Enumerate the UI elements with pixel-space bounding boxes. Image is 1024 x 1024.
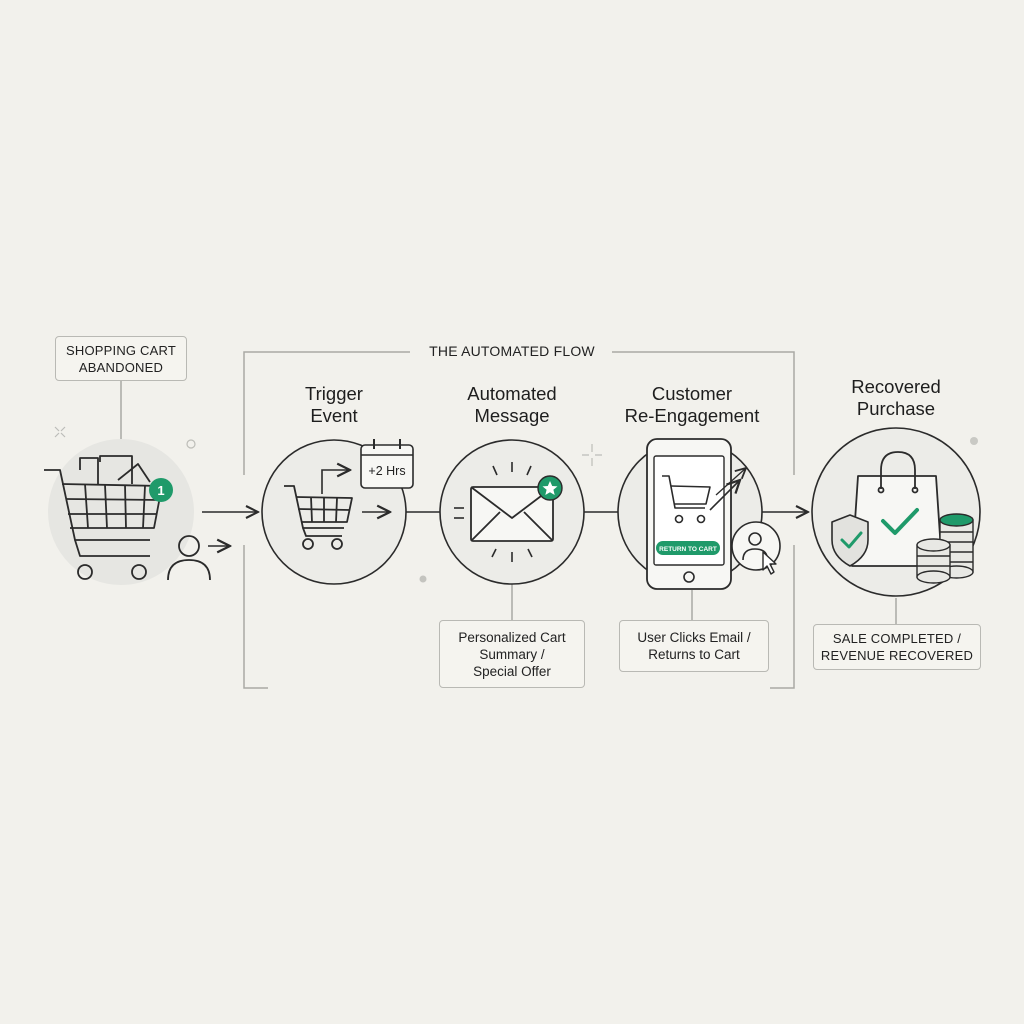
decorative-dot — [970, 437, 978, 445]
step-title-line: Customer — [651, 383, 733, 404]
delay-badge-text: +2 Hrs — [368, 464, 405, 478]
cart-count-badge — [149, 478, 173, 502]
envelope-rays — [454, 462, 533, 562]
cart-count-text: 1 — [157, 483, 164, 498]
arrow-up-right-icon — [709, 480, 740, 511]
shopping-cart-icon — [284, 485, 353, 550]
message-label-line: Summary / — [479, 646, 545, 662]
return-to-cart-text: RETURN TO CART — [659, 546, 717, 553]
decorative-dot — [419, 575, 427, 583]
step-title-line: Trigger — [305, 383, 363, 404]
result-label: SALE COMPLETED / REVENUE RECOVERED — [813, 624, 981, 670]
engagement-label-line: User Clicks Email / — [637, 630, 751, 645]
shopping-cart-icon — [662, 475, 711, 524]
result-label-line: SALE COMPLETED / — [832, 631, 962, 646]
result-title-line: Recovered — [851, 376, 941, 397]
start-label-line: ABANDONED — [78, 359, 164, 375]
checkmark-icon — [881, 508, 919, 535]
step-title-engagement: Customer Re-Engagement — [606, 383, 778, 427]
result-label-line: REVENUE RECOVERED — [820, 648, 974, 663]
star-badge-icon — [537, 475, 563, 501]
flow-bracket — [243, 351, 795, 689]
smartphone-icon — [646, 438, 732, 590]
start-label-line: SHOPPING CART — [66, 342, 176, 358]
coin-stack-icon — [916, 513, 974, 584]
shield-check-icon — [831, 514, 869, 567]
envelope-icon — [470, 486, 554, 542]
engagement-label: User Clicks Email / Returns to Cart — [619, 620, 769, 672]
message-label-line: Special Offer — [473, 663, 551, 679]
engagement-label-line: Returns to Cart — [648, 647, 740, 662]
step-title-line: Re-Engagement — [624, 405, 760, 426]
step-title-message: Automated Message — [432, 383, 592, 427]
message-label-line: Personalized Cart — [458, 629, 566, 645]
shopping-cart-icon — [44, 455, 163, 580]
return-to-cart-button — [656, 541, 720, 555]
result-title: Recovered Purchase — [816, 376, 976, 420]
user-click-icon — [731, 521, 781, 575]
flow-title: THE AUTOMATED FLOW — [412, 343, 612, 359]
start-circle — [48, 439, 194, 585]
decorative-sparkles — [54, 426, 602, 466]
step-title-line: Automated — [467, 383, 557, 404]
start-label: SHOPPING CART ABANDONED — [55, 336, 187, 381]
step-title-line: Event — [310, 405, 358, 426]
step-title-trigger: Trigger Event — [254, 383, 414, 427]
result-title-line: Purchase — [856, 398, 936, 419]
step-title-line: Message — [474, 405, 550, 426]
calendar-icon — [360, 439, 414, 489]
person-icon — [167, 535, 211, 581]
message-label: Personalized Cart Summary / Special Offe… — [439, 620, 585, 688]
arrow-up-right-icon — [321, 470, 350, 494]
